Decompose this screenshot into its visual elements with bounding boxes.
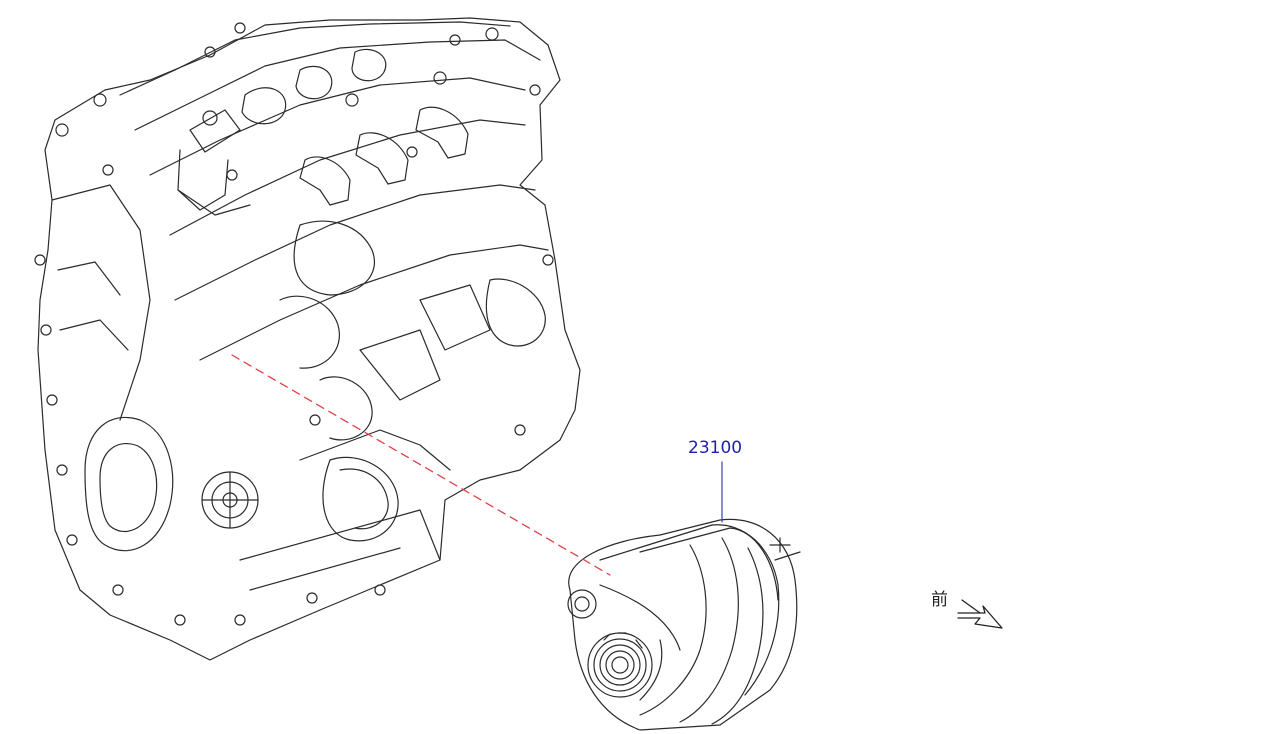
- part-number-callout[interactable]: 23100: [688, 438, 743, 458]
- front-arrow-icon: [957, 599, 1003, 629]
- assembly-dashed-line: [231, 354, 611, 576]
- alternator-drawing: [567, 518, 801, 731]
- engine-block-drawing: [34, 17, 581, 661]
- front-direction-label: 前: [931, 590, 948, 610]
